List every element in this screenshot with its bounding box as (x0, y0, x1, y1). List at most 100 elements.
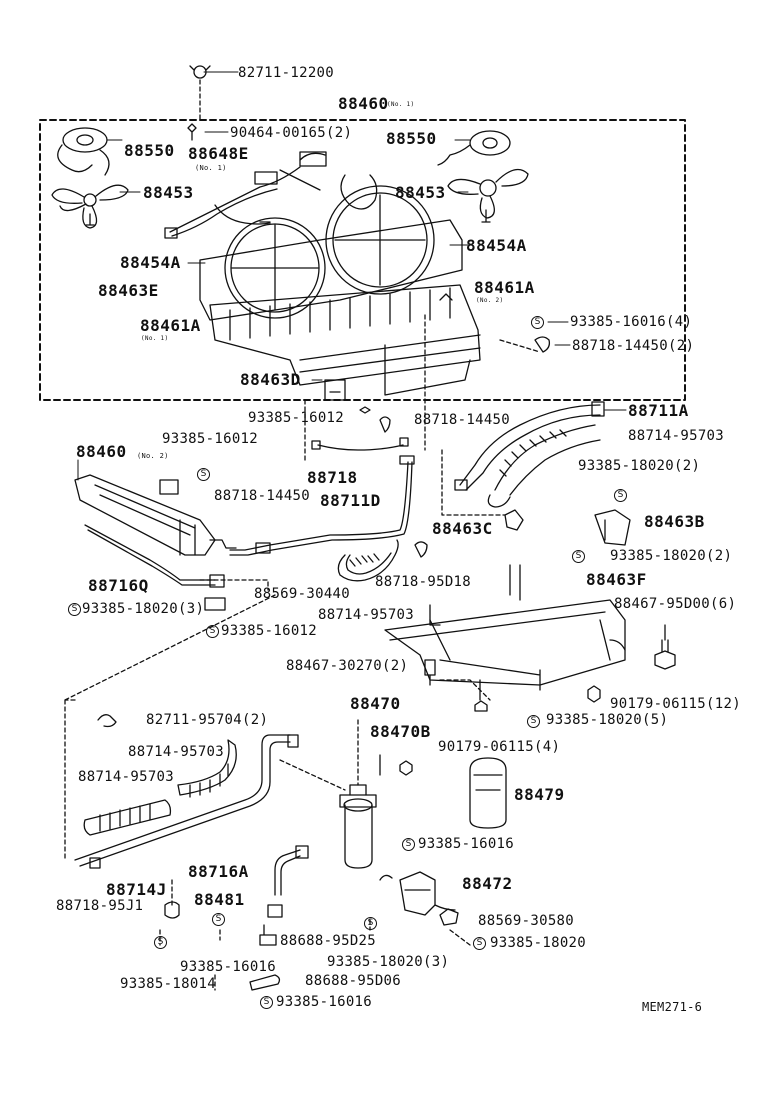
label-no1-b: (No. 1) (195, 164, 227, 172)
label-93385-18020-2b: 93385-18020(2) (610, 548, 733, 564)
label-82711-95704: 82711-95704(2) (146, 712, 269, 728)
s-symbol: S (527, 715, 540, 728)
label-88470B: 88470B (370, 722, 431, 741)
label-88569-30440: 88569-30440 (254, 586, 351, 602)
label-88454A-right: 88454A (466, 236, 527, 255)
label-88714-95703-d: 88714-95703 (78, 769, 175, 785)
label-90179-06115-4: 90179-06115(4) (438, 739, 561, 755)
label-no1: (No. 1) (387, 101, 415, 108)
label-88479: 88479 (514, 785, 565, 804)
label-88711D: 88711D (320, 491, 381, 510)
label-no1-c: (No. 1) (141, 335, 169, 342)
label-88460-no1: 88460 (338, 94, 389, 113)
label-88714J: 88714J (106, 880, 167, 899)
label-88467-30270: 88467-30270(2) (286, 658, 409, 674)
left-fan-blade (51, 184, 141, 229)
label-88718: 88718 (307, 468, 358, 487)
s-symbol: S (154, 936, 167, 949)
label-88714-95703-a: 88714-95703 (628, 428, 725, 444)
clip-95D18 (414, 541, 428, 558)
label-88470: 88470 (350, 694, 401, 713)
label-88714-95703-c: 88714-95703 (128, 744, 225, 760)
label-88463D: 88463D (240, 370, 301, 389)
label-no2: (No. 2) (476, 297, 504, 304)
label-88550-right: 88550 (386, 129, 437, 148)
label-93385-16012-b: 93385-16012 (162, 431, 259, 447)
small-pipe (311, 406, 409, 451)
s-symbol: S (402, 838, 415, 851)
bracket-88569-30440 (199, 579, 269, 611)
label-93385-16016-4: 93385-16016(4) (570, 314, 693, 330)
label-88718-14450-a: 88718-14450 (414, 412, 511, 428)
receiver-assembly-left (74, 459, 237, 556)
label-90179-06115-12: 90179-06115(12) (610, 696, 741, 712)
label-88472: 88472 (462, 874, 513, 893)
label-88718-14450-b: 88718-14450 (214, 488, 311, 504)
s-symbol: S (206, 625, 219, 638)
label-88716A: 88716A (188, 862, 249, 881)
lower-hose-bend (177, 739, 237, 798)
cushion-30270 (424, 659, 491, 701)
right-fan-blade (447, 168, 529, 223)
s-symbol: S (614, 489, 627, 502)
label-82711-12200: 82711-12200 (238, 65, 335, 81)
label-93385-18020-3b: 93385-18020(3) (327, 954, 450, 970)
label-88463E: 88463E (98, 281, 159, 300)
clip-30580 (439, 908, 471, 946)
bracket-88463B (594, 509, 631, 546)
lower-hose-short (83, 799, 172, 836)
label-88467-95D00: 88467-95D00(6) (614, 596, 737, 612)
label-93385-18014: 93385-18014 (120, 976, 217, 992)
mounting-frame (384, 564, 626, 701)
label-88481: 88481 (194, 890, 245, 909)
label-93385-18020-2a: 93385-18020(2) (578, 458, 701, 474)
label-88648E: 88648E (188, 144, 249, 163)
label-88463B: 88463B (644, 512, 705, 531)
s-symbol: S (531, 316, 544, 329)
label-88454A-left: 88454A (120, 253, 181, 272)
cushion-95D00 (654, 624, 676, 670)
label-93385-16016-b: 93385-16016 (180, 959, 277, 975)
label-88718-14450-2: 88718-14450(2) (572, 338, 695, 354)
label-88460-no2: 88460 (76, 442, 127, 461)
label-88550-left: 88550 (124, 141, 175, 160)
label-90464-00165: 90464-00165(2) (230, 125, 353, 141)
bracket-88463D (311, 379, 346, 401)
label-88714-95703-b: 88714-95703 (318, 607, 415, 623)
s-symbol: S (197, 468, 210, 481)
label-88461A-right: 88461A (474, 278, 535, 297)
label-88453-left: 88453 (143, 183, 194, 202)
label-88718-95J1: 88718-95J1 (56, 898, 144, 914)
label-88688-95D25: 88688-95D25 (280, 933, 377, 949)
label-88711A: 88711A (628, 401, 689, 420)
s-symbol: S (68, 603, 81, 616)
label-93385-18020-5: 93385-18020(5) (546, 712, 669, 728)
bracket-88688-95D06 (249, 974, 281, 991)
label-93385-16012-c: 93385-16012 (221, 623, 318, 639)
hose-middle (337, 539, 399, 582)
label-88463C: 88463C (432, 519, 493, 538)
label-93385-16016-c: 93385-16016 (276, 994, 373, 1010)
clip-88718-top (499, 321, 571, 353)
label-88718-95D18: 88718-95D18 (375, 574, 472, 590)
label-93385-16016-a: 93385-16016 (418, 836, 515, 852)
pressure-switch (379, 754, 413, 776)
label-88716Q: 88716Q (88, 576, 149, 595)
hose-clamp-lower (97, 714, 117, 728)
fan-shroud (187, 185, 469, 321)
s-symbol: S (473, 937, 486, 950)
label-88569-30580: 88569-30580 (478, 913, 575, 929)
pipe-88716Q (84, 524, 225, 588)
s-symbol: S (572, 550, 585, 563)
left-fan-motor (57, 127, 123, 176)
dryer-cover (469, 757, 507, 829)
label-no2-b: (No. 2) (137, 452, 169, 460)
label-93385-16012-a: 93385-16012 (248, 410, 345, 426)
dryer-bracket (379, 871, 456, 916)
label-93385-18020-3a: 93385-18020(3) (82, 601, 205, 617)
right-fan-motor (437, 130, 511, 166)
hose-clamp-top (189, 65, 239, 121)
s-symbol: S (260, 996, 273, 1009)
label-88463F: 88463F (586, 570, 647, 589)
